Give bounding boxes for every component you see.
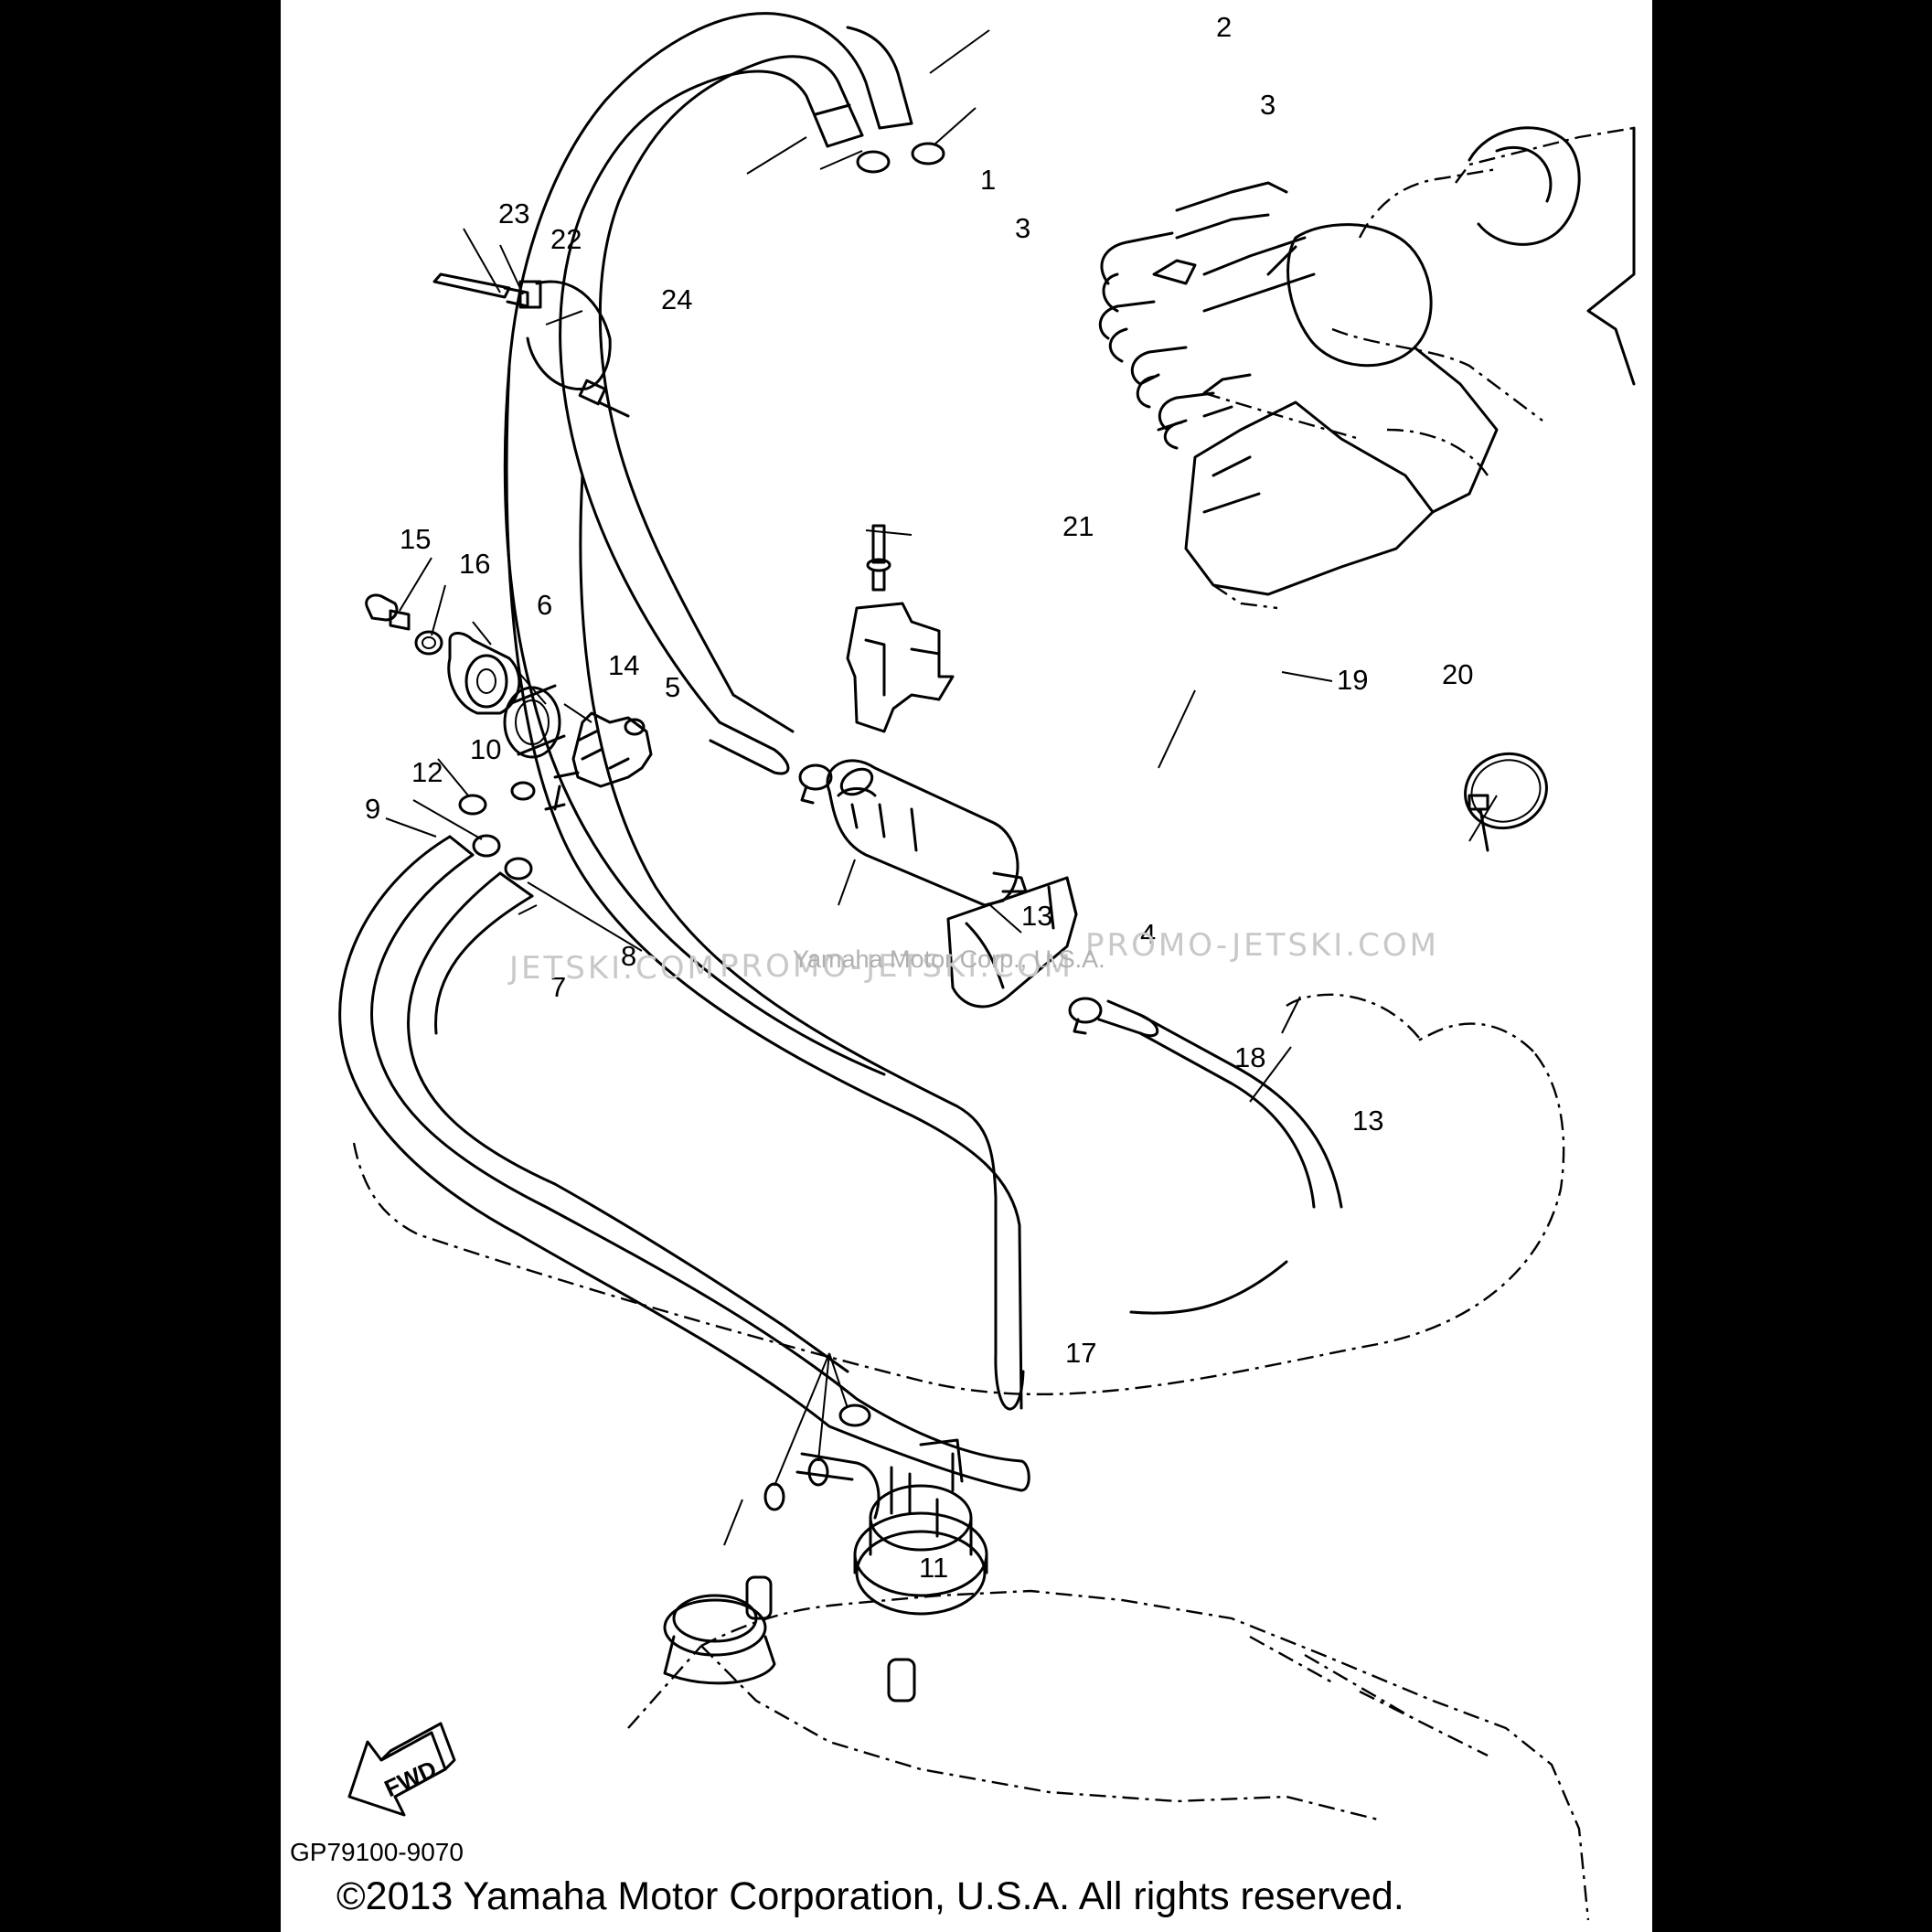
callout-3a: 3 [1260, 89, 1276, 121]
callout-21: 21 [1062, 510, 1094, 542]
fwd-arrow-icon: FWD [347, 1722, 456, 1817]
clamps-3 [856, 142, 945, 174]
callout-17: 17 [1065, 1337, 1096, 1369]
callout-1: 1 [980, 164, 996, 196]
callout-19: 19 [1337, 664, 1368, 696]
bracket-18 [946, 876, 1078, 1009]
watermark-right: PROMO-JETSKI.COM [1085, 927, 1439, 964]
clamps-10-12-8 [458, 781, 536, 881]
callout-18: 18 [1234, 1041, 1265, 1073]
strap-20 [1464, 752, 1548, 852]
tank-outline [352, 993, 1565, 1396]
callout-20: 20 [1442, 658, 1473, 690]
fuel-pickup-unit [663, 1438, 988, 1703]
callout-14: 14 [608, 649, 639, 681]
hose-right [1097, 999, 1343, 1209]
fuel-tank [627, 1260, 1590, 1921]
document-code: GP79100-9070 [290, 1838, 464, 1866]
callout-2: 2 [1216, 11, 1232, 43]
hose-7-9-11 [338, 835, 1030, 1492]
exploded-parts-diagram: 1 2 3 3 21 19 20 13 4 18 13 23 22 24 15 … [338, 11, 1636, 1921]
rivet-21 [866, 524, 891, 592]
fuel-filter [826, 759, 1028, 907]
small-parts-left [365, 593, 653, 811]
callout-22: 22 [550, 223, 582, 255]
callout-11: 11 [919, 1552, 948, 1584]
parts-diagram-sheet: 1 2 3 3 21 19 20 13 4 18 13 23 22 24 15 … [281, 0, 1652, 1932]
callout-23: 23 [498, 197, 529, 229]
bracket-19 [846, 602, 955, 733]
callout-labels: 1 2 3 3 21 19 20 13 4 18 13 23 22 24 15 … [365, 11, 1473, 1584]
clamp-13 [798, 763, 1103, 1035]
copyright-notice: ©2013 Yamaha Motor Corporation, U.S.A. A… [336, 1874, 1404, 1918]
carburetor-assembly [1098, 126, 1636, 610]
watermarks: JETSKI.COM PROMO-JETSKI.COM PROMO-JETSKI… [507, 927, 1439, 987]
callout-9: 9 [365, 793, 380, 825]
callout-12: 12 [411, 756, 443, 788]
cable-tie [432, 272, 630, 418]
callout-10: 10 [470, 733, 501, 765]
watermark-small: Yamaha Motor Corp., U.S.A. [793, 945, 1105, 973]
watermark-middle: PROMO-JETSKI.COM [720, 948, 1073, 985]
hose-to-tank [505, 364, 1025, 1411]
leader-lines [385, 29, 1498, 1546]
callout-13b: 13 [1352, 1105, 1383, 1137]
callout-16: 16 [459, 548, 490, 580]
callout-8: 8 [621, 940, 636, 972]
callout-4: 4 [1140, 918, 1156, 950]
fwd-label: FWD [380, 1755, 441, 1802]
callout-15: 15 [400, 523, 431, 555]
callout-3b: 3 [1015, 212, 1030, 244]
callout-24: 24 [661, 283, 692, 315]
hose-1-2 [503, 12, 913, 1076]
watermark-left: JETSKI.COM [507, 950, 717, 987]
hose-to-filter [709, 693, 795, 775]
callout-5: 5 [665, 671, 680, 703]
callout-6: 6 [537, 589, 552, 621]
callout-7: 7 [550, 971, 566, 1003]
callout-13a: 13 [1021, 900, 1052, 932]
